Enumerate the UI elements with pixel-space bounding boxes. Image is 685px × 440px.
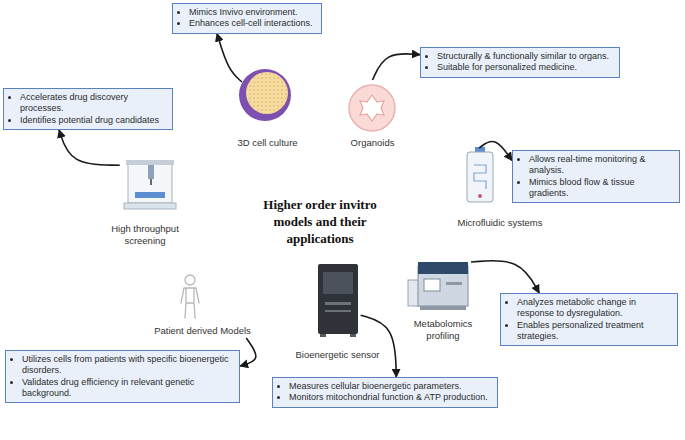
bullet-list: Structurally & functionally similar to o… (425, 51, 613, 74)
bullet-list: Accelerates drug discovery processes.Ide… (8, 92, 166, 126)
bullet-box: Accelerates drug discovery processes.Ide… (3, 88, 173, 130)
model-name: Patient derived Models (154, 325, 251, 336)
model-label: Metabolomics profiling (403, 255, 483, 343)
liquid-handler-icon (124, 160, 176, 209)
curved-arrow (361, 315, 397, 377)
bullet-text: Allows real-time monitoring & analysis. (529, 154, 673, 177)
model-name: Metabolomics profiling (403, 318, 483, 341)
model-label: Bioenergetic sensor (285, 258, 390, 362)
model-label: Patient derived Models (140, 272, 265, 338)
bullet-text: Identifies potential drug candidates (20, 115, 166, 126)
model-name: High throughput screening (100, 223, 190, 246)
bullet-text: Analyzes metabolic change in response to… (517, 297, 671, 320)
bullet-list: Utilizes cells from patients with specif… (10, 354, 233, 399)
bioenergetic-analyzer-icon (318, 264, 358, 337)
model-name: Organoids (351, 137, 395, 148)
model-label: High throughput screening (100, 158, 190, 248)
model-label: Organoids (335, 80, 410, 150)
bullet-text: Monitors mitochondrial function & ATP pr… (289, 392, 491, 403)
bullet-box: Utilizes cells from patients with specif… (5, 350, 240, 403)
curved-arrow (479, 142, 512, 161)
bullet-list: Analyzes metabolic change in response to… (505, 297, 671, 342)
spheroid-icon (239, 69, 291, 121)
curved-arrow (373, 54, 421, 80)
curved-arrow (471, 261, 539, 293)
organoid-icon (349, 85, 395, 131)
bullet-list: Mimics Invivo environment.Enhances cell-… (177, 7, 315, 30)
bullet-list: Measures cellular bioenergetic parameter… (277, 381, 491, 404)
bullet-text: Accelerates drug discovery processes. (20, 92, 166, 115)
bullet-list: Allows real-time monitoring & analysis.M… (517, 154, 673, 199)
bullet-text: Utilizes cells from patients with specif… (22, 354, 233, 377)
curved-arrow (59, 130, 120, 165)
bullet-text: Enhances cell-cell interactions. (189, 18, 315, 29)
curved-arrow (217, 34, 242, 83)
bullet-text: Validates drug efficiency in relevant ge… (22, 377, 233, 400)
bullet-box: Structurally & functionally similar to o… (420, 47, 620, 78)
bullet-box: Mimics Invivo environment.Enhances cell-… (172, 3, 322, 34)
bullet-text: Suitable for personalized medicine. (437, 62, 613, 73)
model-name: 3D cell culture (237, 137, 297, 148)
model-name: Microfluidic systems (458, 217, 543, 228)
curved-arrow (240, 338, 256, 366)
bullet-box: Measures cellular bioenergetic parameter… (272, 377, 498, 408)
bullet-box: Allows real-time monitoring & analysis.M… (512, 150, 680, 203)
microfluidic-chip-icon (467, 147, 493, 202)
bullet-text: Structurally & functionally similar to o… (437, 51, 613, 62)
model-label: 3D cell culture (225, 65, 310, 150)
mass-spectrometer-icon (408, 262, 468, 310)
diagram-title: Higher order invitro models and their ap… (248, 197, 392, 248)
bullet-text: Mimics Invivo environment. (189, 7, 315, 18)
bullet-box: Analyzes metabolic change in response to… (500, 293, 678, 346)
human-figure-icon (181, 275, 199, 318)
bullet-text: Enables personalized treatment strategie… (517, 320, 671, 343)
bullet-text: Measures cellular bioenergetic parameter… (289, 381, 491, 392)
bullet-text: Mimics blood flow & tissue gradients. (529, 177, 673, 200)
model-name: Bioenergetic sensor (296, 349, 380, 360)
